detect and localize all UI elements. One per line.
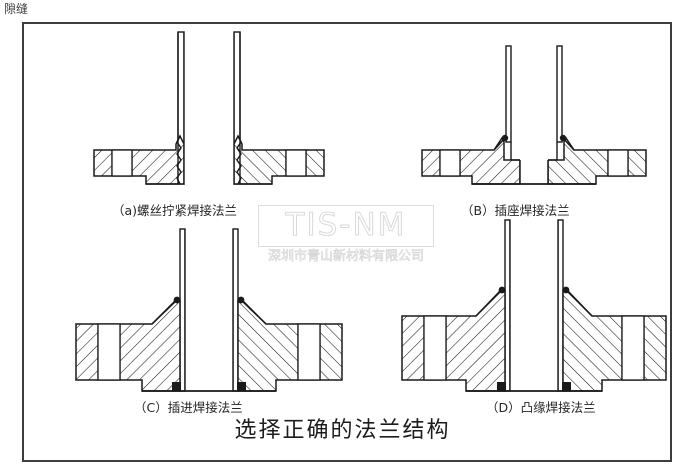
panel-c-flange-right — [237, 299, 343, 392]
panel-caption-a: （a)螺丝拧紧焊接法兰 — [112, 203, 238, 218]
panel-c-weld-dot-left — [173, 296, 181, 304]
panel-caption-c: （C）插进焊接法兰 — [134, 400, 243, 415]
panel-d-drawing — [401, 219, 667, 392]
panel-caption-d: （D）凸缘焊接法兰 — [486, 400, 596, 415]
panel-a-drawing — [93, 31, 325, 185]
panel-d-flange-left — [401, 289, 506, 392]
panel-b-weld-dot-left — [501, 134, 509, 142]
panel-d-back-weld-right — [562, 382, 571, 391]
panel-d-weld-dot-left — [498, 286, 506, 294]
flange-drawings — [75, 31, 667, 392]
panel-b-weld-dot-right — [559, 134, 567, 142]
panel-caption-b: （B）插座焊接法兰 — [461, 203, 570, 218]
panel-c-drawing — [75, 228, 343, 392]
panel-c-back-weld-left — [172, 382, 181, 391]
panel-b-flange-right — [547, 136, 647, 185]
panel-d-flange-right — [562, 289, 667, 392]
panel-c-weld-dot-right — [237, 296, 245, 304]
panel-c-back-weld-right — [237, 382, 246, 391]
panel-c-flange-left — [75, 299, 181, 392]
panel-d-weld-dot-right — [562, 286, 570, 294]
corner-label-gap: 隙缝 — [4, 2, 29, 16]
panel-a-flange-right — [233, 134, 325, 185]
figure-frame: （a)螺丝拧紧焊接法兰 （B）插座焊接法兰 （C）插进焊接法兰 （D）凸缘焊接法… — [22, 22, 672, 462]
figure-title: 选择正确的法兰结构 — [234, 418, 451, 443]
panel-d-back-weld-left — [497, 382, 506, 391]
panel-a-flange-left — [93, 134, 185, 185]
panel-b-drawing — [421, 45, 647, 185]
panel-b-flange-left — [421, 136, 521, 185]
